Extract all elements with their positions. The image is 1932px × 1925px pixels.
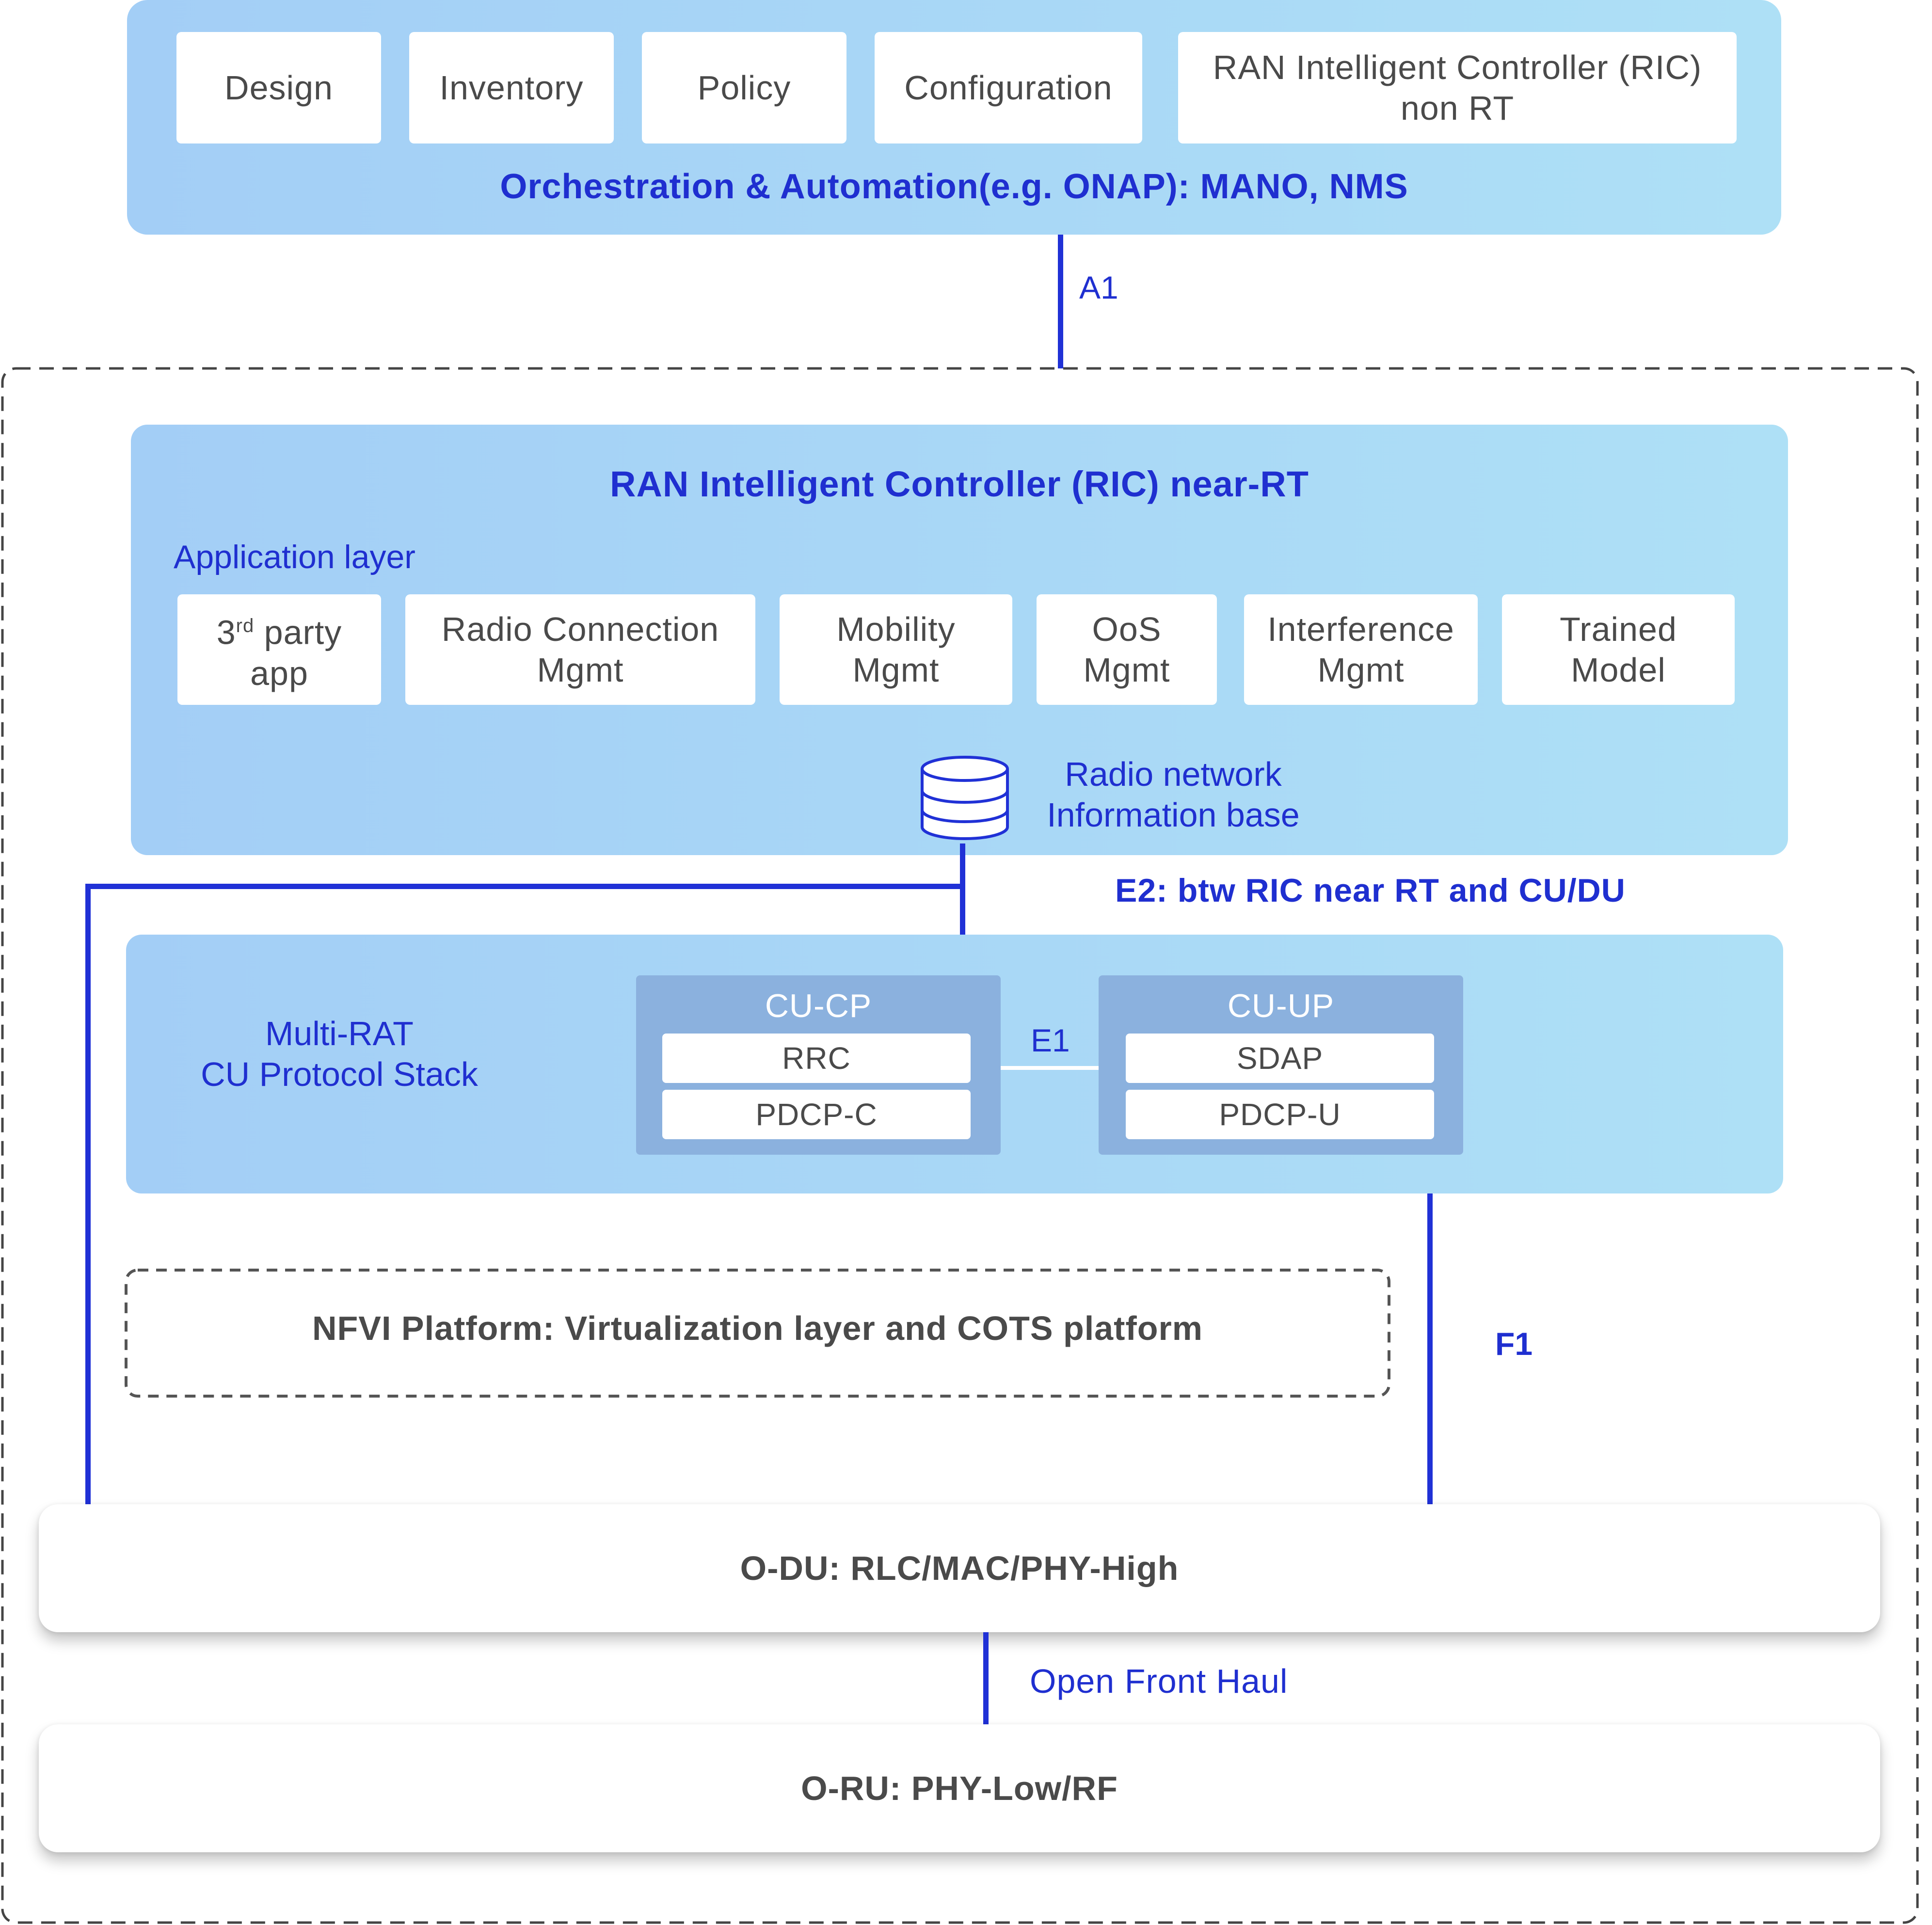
cu-up-title: CU-UP: [1227, 987, 1335, 1024]
sdap-box[interactable]: SDAP: [1126, 1034, 1434, 1083]
app-mobility-line2: Mgmt: [852, 651, 940, 689]
fronthaul-label: Open Front Haul: [1030, 1662, 1288, 1700]
e2-label: E2: btw RIC near RT and CU/DU: [1115, 872, 1626, 909]
ric-non-rt-line1: RAN Intelligent Controller (RIC): [1213, 48, 1702, 86]
orchestration-title: Orchestration & Automation(e.g. ONAP): M…: [127, 162, 1781, 211]
inventory-box[interactable]: Inventory: [409, 32, 614, 143]
nfvi-label: NFVI Platform: Virtualization layer and …: [126, 1270, 1389, 1386]
rrc-label: RRC: [782, 1041, 851, 1076]
cu-cp-title: CU-CP: [765, 987, 872, 1024]
app-interference-mgmt[interactable]: Interference Mgmt: [1244, 594, 1478, 705]
e2-left-vertical-to-odu: [85, 884, 91, 1504]
app-interference-line2: Mgmt: [1317, 651, 1405, 689]
app-radio-connection-line1: Radio Connection: [441, 610, 719, 648]
app-oos-line2: Mgmt: [1083, 651, 1170, 689]
policy-box[interactable]: Policy: [642, 32, 846, 143]
app-oos-line1: OoS: [1092, 610, 1162, 648]
e2-horizontal-line: [85, 884, 965, 889]
nfvi-dashed-box: [125, 1269, 1390, 1398]
a1-connector-line: [1058, 235, 1063, 368]
oru-box[interactable]: O-RU: PHY-Low/RF: [39, 1724, 1880, 1852]
app-radio-connection-mgmt[interactable]: Radio Connection Mgmt: [405, 594, 755, 705]
app-radio-connection-line2: Mgmt: [537, 651, 624, 689]
ric-non-rt-line2: non RT: [1400, 89, 1515, 127]
a1-label: A1: [1079, 270, 1118, 305]
oru-label: O-RU: PHY-Low/RF: [801, 1769, 1118, 1807]
application-layer-label: Application layer: [174, 539, 415, 575]
app-trained-model-line2: Model: [1571, 651, 1666, 689]
e1-connector-line: [1001, 1066, 1099, 1070]
rnib-label: Radio network Information base: [1028, 754, 1319, 835]
app-3rd-party-line2: app: [250, 654, 308, 692]
e1-label: E1: [1031, 1022, 1070, 1058]
design-box[interactable]: Design: [176, 32, 381, 143]
app-3rd-party-sup: rd: [236, 615, 255, 637]
app-3rd-party-line1: 3rd party: [217, 605, 342, 652]
app-mobility-mgmt[interactable]: Mobility Mgmt: [780, 594, 1012, 705]
pdcp-u-box[interactable]: PDCP-U: [1126, 1090, 1434, 1139]
app-3rd-party-number: 3: [216, 613, 236, 652]
app-3rd-party[interactable]: 3rd party app: [177, 594, 381, 705]
rrc-box[interactable]: RRC: [662, 1034, 971, 1083]
multi-rat-line1: Multi-RAT: [265, 1015, 414, 1052]
app-mobility-line1: Mobility: [836, 610, 956, 648]
f1-label: F1: [1495, 1326, 1533, 1362]
policy-label: Policy: [697, 69, 791, 107]
pdcp-c-box[interactable]: PDCP-C: [662, 1090, 971, 1139]
app-3rd-party-rest: party: [254, 613, 342, 652]
configuration-label: Configuration: [904, 69, 1113, 107]
multi-rat-label: Multi-RAT CU Protocol Stack: [145, 1013, 533, 1095]
pdcp-u-label: PDCP-U: [1219, 1097, 1341, 1132]
rnib-line1: Radio network: [1065, 755, 1282, 793]
design-label: Design: [224, 69, 333, 107]
e2-vertical-from-db: [960, 843, 965, 936]
ric-near-rt-title: RAN Intelligent Controller (RIC) near-RT: [131, 460, 1788, 508]
inventory-label: Inventory: [439, 69, 584, 107]
multi-rat-line2: CU Protocol Stack: [201, 1055, 478, 1093]
odu-box[interactable]: O-DU: RLC/MAC/PHY-High: [39, 1504, 1880, 1632]
rnib-line2: Information base: [1047, 796, 1300, 834]
pdcp-c-label: PDCP-C: [755, 1097, 878, 1132]
app-interference-line1: Interference: [1267, 610, 1454, 648]
app-trained-model[interactable]: Trained Model: [1502, 594, 1735, 705]
odu-label: O-DU: RLC/MAC/PHY-High: [740, 1549, 1179, 1587]
ric-near-rt-title-text: RAN Intelligent Controller (RIC) near-RT: [610, 463, 1309, 504]
configuration-box[interactable]: Configuration: [875, 32, 1142, 143]
fronthaul-connector-line: [983, 1632, 989, 1724]
sdap-label: SDAP: [1236, 1041, 1324, 1076]
database-icon: [921, 756, 1009, 840]
nfvi-text: NFVI Platform: Virtualization layer and …: [312, 1309, 1203, 1347]
app-trained-model-line1: Trained: [1560, 610, 1677, 648]
f1-connector-line: [1427, 1193, 1433, 1504]
app-oos-mgmt[interactable]: OoS Mgmt: [1037, 594, 1217, 705]
ric-non-rt-box[interactable]: RAN Intelligent Controller (RIC) non RT: [1178, 32, 1737, 143]
orchestration-title-text: Orchestration & Automation(e.g. ONAP): M…: [500, 167, 1408, 206]
